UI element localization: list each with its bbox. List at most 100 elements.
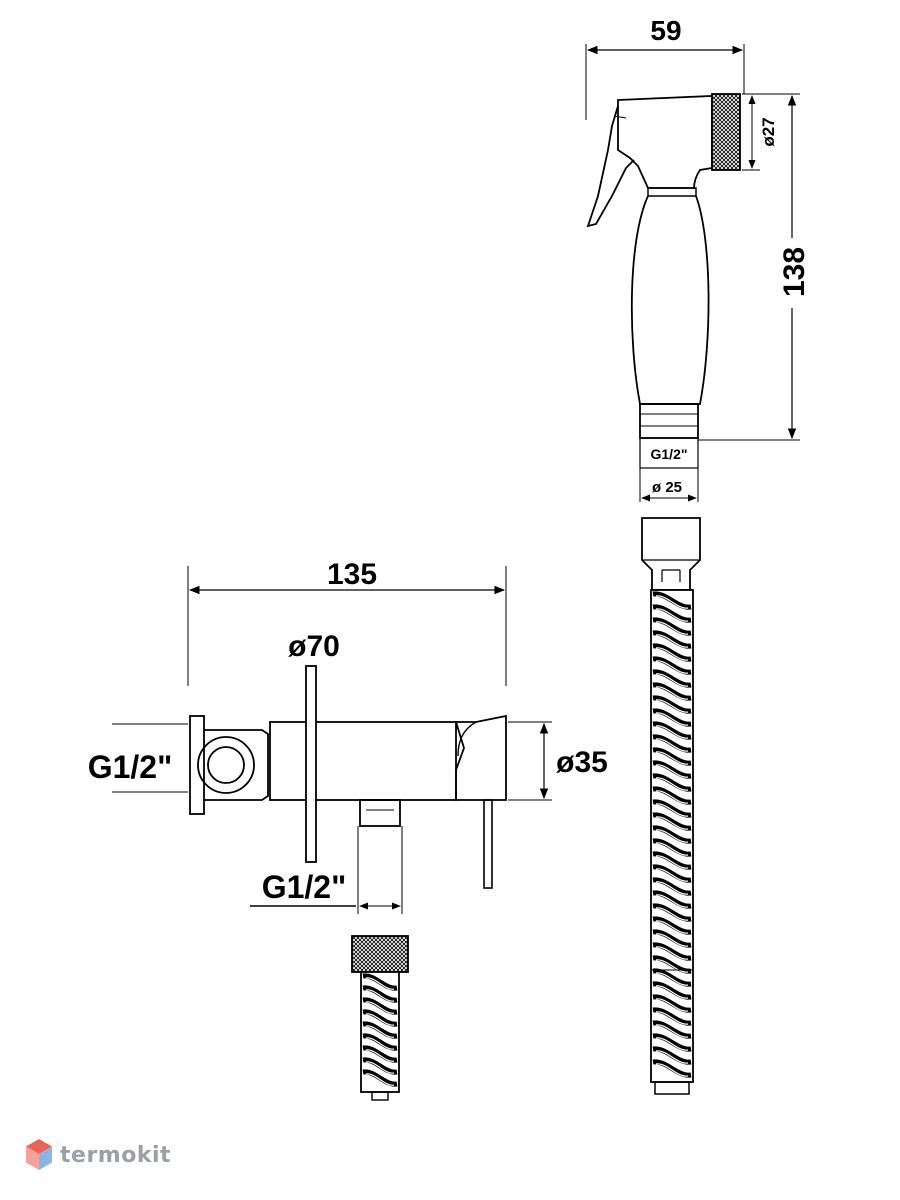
dim-sprayer-length: 138 — [778, 247, 811, 297]
hose-winding — [362, 997, 398, 1015]
hose-winding — [652, 903, 692, 922]
hose-winding — [652, 812, 692, 831]
hose-winding — [652, 617, 692, 636]
hose-winding-highlight — [655, 972, 689, 986]
short-hose-nut — [351, 935, 409, 973]
hose-winding — [652, 630, 692, 649]
sprayer-head — [617, 95, 713, 189]
hose-winding — [652, 864, 692, 883]
hose-winding-highlight — [655, 894, 689, 908]
hose-winding-highlight — [365, 1013, 395, 1026]
hose-coil — [652, 591, 692, 1078]
hose-winding — [652, 890, 692, 909]
valve-lever — [483, 799, 493, 889]
hose-winding-highlight — [365, 1049, 395, 1062]
hose-winding — [652, 643, 692, 662]
hose-winding — [652, 851, 692, 870]
hose-winding-highlight — [365, 1073, 395, 1086]
hose-winding-highlight — [365, 1061, 395, 1074]
hose-winding — [652, 981, 692, 1000]
hose-winding-highlight — [655, 868, 689, 882]
watermark-text: termokit — [60, 1142, 172, 1168]
hose-winding — [652, 994, 692, 1013]
hose-winding — [652, 1033, 692, 1052]
short-hose-coil — [362, 973, 398, 1087]
hose-winding-highlight — [655, 946, 689, 960]
hose-winding-highlight — [655, 881, 689, 895]
dim-valve-body-diameter: ø35 — [556, 746, 608, 779]
hose-winding — [652, 669, 692, 688]
hose-winding-highlight — [655, 608, 689, 622]
sprayer-nozzle-ring — [711, 93, 741, 171]
hose-winding-highlight — [365, 1037, 395, 1050]
hose-winding — [652, 721, 692, 740]
hose-winding-highlight — [655, 907, 689, 921]
wall-valve: 135 ø70 G1/2" ø35 G1/2" — [88, 558, 608, 914]
hose-winding — [652, 838, 692, 857]
hose-winding — [652, 955, 692, 974]
hose-winding-highlight — [655, 959, 689, 973]
hose-winding — [652, 1059, 692, 1078]
hose-winding — [652, 760, 692, 779]
long-hose — [641, 517, 701, 1095]
hose-winding-highlight — [655, 777, 689, 791]
hose-winding — [362, 1021, 398, 1039]
hose-winding-highlight — [655, 712, 689, 726]
valve-wall-flange — [305, 665, 317, 863]
hose-winding-highlight — [655, 829, 689, 843]
hand-sprayer: 59 G1/2" ø 25 ø27 138 — [585, 15, 811, 502]
hose-winding-highlight — [655, 595, 689, 609]
hose-winding-highlight — [655, 790, 689, 804]
hose-winding — [652, 747, 692, 766]
sprayer-connector — [639, 403, 699, 439]
dim-sprayer-base-diameter: ø 25 — [652, 479, 682, 496]
hose-winding-highlight — [365, 989, 395, 1002]
hose-winding — [652, 786, 692, 805]
hose-winding — [652, 1020, 692, 1039]
hose-winding-highlight — [365, 1001, 395, 1014]
hose-winding — [652, 682, 692, 701]
hose-winding-highlight — [655, 1024, 689, 1038]
hose-winding — [652, 656, 692, 675]
hose-winding-highlight — [655, 673, 689, 687]
hose-winding-highlight — [655, 1050, 689, 1064]
dim-valve-outlet-thread: G1/2" — [262, 869, 347, 905]
hose-winding-highlight — [655, 699, 689, 713]
hose-top-fitting — [641, 517, 701, 591]
hose-winding — [652, 942, 692, 961]
hose-winding — [652, 695, 692, 714]
hose-winding-highlight — [655, 621, 689, 635]
valve-inlet-ring-outer — [197, 736, 255, 794]
hose-winding — [652, 708, 692, 727]
hexagon-cube-icon — [26, 1139, 52, 1170]
hose-winding-highlight — [655, 686, 689, 700]
hose-winding-highlight — [655, 764, 689, 778]
dim-sprayer-thread: G1/2" — [651, 446, 688, 462]
hose-winding — [652, 1046, 692, 1065]
hose-winding-highlight — [655, 842, 689, 856]
dim-valve-length: 135 — [327, 558, 377, 591]
dim-valve-inlet-thread: G1/2" — [88, 749, 173, 785]
hose-winding-highlight — [655, 634, 689, 648]
dim-flange-diameter: ø70 — [288, 630, 340, 663]
hose-winding — [652, 916, 692, 935]
dim-sprayer-width: 59 — [650, 15, 681, 46]
sprayer-trigger — [586, 105, 635, 228]
valve-outlet — [359, 799, 401, 827]
hose-winding-highlight — [655, 1011, 689, 1025]
hose-winding-highlight — [655, 855, 689, 869]
valve-inlet-ring-inner — [207, 746, 245, 784]
hose-winding — [652, 591, 692, 610]
hose-winding-highlight — [365, 1025, 395, 1038]
hose-winding-highlight — [655, 725, 689, 739]
hose-winding-highlight — [655, 1037, 689, 1051]
hose-winding — [362, 985, 398, 1003]
hose-winding-highlight — [655, 1063, 689, 1077]
hose-winding — [652, 799, 692, 818]
valve-handle — [454, 714, 507, 801]
hose-winding — [652, 929, 692, 948]
short-hose — [351, 935, 409, 1101]
hose-winding — [362, 1057, 398, 1075]
hose-winding — [362, 1045, 398, 1063]
